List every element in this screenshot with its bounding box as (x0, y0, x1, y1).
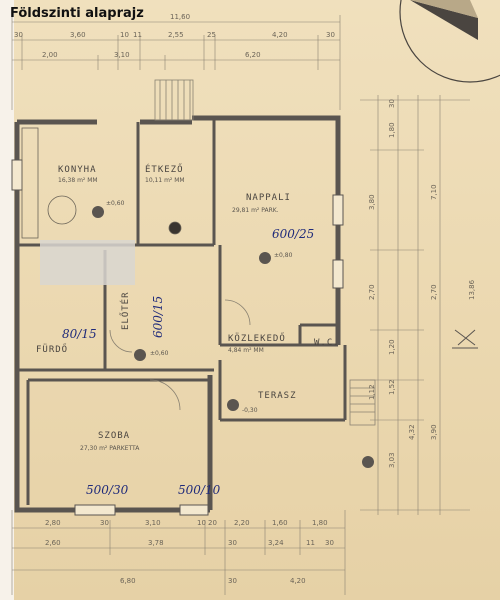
dim-bot-r2-3: 3,24 (268, 539, 284, 547)
room-etkezo-name: ÉTKEZŐ (145, 163, 184, 175)
dim-top-r1-7: 30 (326, 31, 335, 39)
dim-right-p2: 3,90 (430, 424, 438, 440)
room-terasz-name: TERASZ (258, 391, 297, 401)
dim-bot-r2-1: 3,78 (148, 539, 164, 547)
level-nappali: ±0,80 (274, 252, 293, 259)
page-title: Földszinti alaprajz (10, 6, 144, 21)
dim-bot-r1-7: 1,80 (312, 519, 328, 527)
dim-right-p1: 2,70 (430, 284, 438, 300)
dim-bot-r3-0: 6,80 (120, 577, 136, 585)
dim-bot-r2-4: 11 (306, 539, 315, 547)
level-markers (92, 206, 374, 468)
handwritten-szoba-window-right: 500/10 (178, 483, 221, 497)
room-konyha-name: KONYHA (58, 165, 97, 175)
level-terasz: -0,30 (242, 407, 258, 414)
dim-bot-r1-0: 2,80 (45, 519, 61, 527)
room-szoba-area: 27,30 m² PARKETTA (80, 445, 140, 452)
dim-bot-r2-2: 30 (228, 539, 237, 547)
dim-top-r1-3: 11 (133, 31, 142, 39)
room-eloter-name: ELŐTÉR (119, 291, 131, 330)
stairs (154, 79, 376, 426)
dim-top-r1-2: 10 (120, 31, 129, 39)
dim-right-s5: 1,52 (388, 379, 396, 395)
right-dimension-lines (360, 95, 470, 515)
room-nappali-area: 29,81 m² PARK. (232, 207, 279, 214)
dim-right-s8: 4,32 (408, 424, 416, 440)
dim-right-s1: 1,80 (388, 122, 396, 138)
dim-top-r1-1: 3,60 (70, 31, 86, 39)
dim-bot-r2-5: 30 (325, 539, 334, 547)
exterior-walls (14, 115, 341, 513)
dim-bot-r3-1: 30 (228, 577, 237, 585)
dim-right-s6: 1,12 (368, 384, 376, 400)
handwritten-furdo-door: 80/15 (62, 327, 97, 341)
dim-right-p0: 7,10 (430, 184, 438, 200)
dim-top-r2-2: 6,20 (245, 51, 261, 59)
level-konyha: ±0,60 (106, 200, 125, 207)
dim-top-r2-0: 2,00 (42, 51, 58, 59)
dim-right-s2: 3,80 (368, 194, 376, 210)
dim-bot-r1-3: 10 (197, 519, 206, 527)
dim-top-r1-0: 30 (14, 31, 23, 39)
dim-bot-r1-6: 1,60 (272, 519, 288, 527)
dim-right-overall: 13,86 (468, 279, 476, 300)
dim-bot-r3-2: 4,20 (290, 577, 306, 585)
room-kozlekedo-name: KÖZLEKEDŐ (228, 333, 286, 344)
dim-top-r1-5: 25 (207, 31, 216, 39)
door-swings (109, 299, 251, 411)
north-arrow-icon (399, 0, 500, 83)
dim-right-s4: 1,20 (388, 339, 396, 355)
room-szoba-name: SZOBA (98, 431, 130, 441)
room-konyha-area: 16,38 m² MM (58, 177, 98, 184)
dim-top-r2-1: 3,10 (114, 51, 130, 59)
top-dimension-lines (11, 15, 341, 110)
dim-bot-r1-5: 2,20 (234, 519, 250, 527)
room-etkezo-area: 10,11 m² MM (145, 177, 185, 184)
dim-bot-r1-1: 30 (100, 519, 109, 527)
interior-walls (17, 118, 347, 505)
dim-top-r1-4: 2,55 (168, 31, 184, 39)
level-eloter: ±0,60 (150, 350, 169, 357)
handwritten-eloter-door: 600/15 (151, 296, 165, 338)
dim-bot-r1-4: 20 (208, 519, 217, 527)
room-nappali-name: NAPPALI (246, 193, 291, 203)
dim-right-s7: 3,03 (388, 452, 396, 468)
scan-margin (0, 0, 14, 600)
dim-bot-r1-2: 3,10 (145, 519, 161, 527)
kitchen-fixtures (21, 127, 182, 239)
dim-top-total: 11,60 (170, 13, 190, 21)
section-mark-icon (452, 329, 478, 349)
dim-bot-r2-0: 2,60 (45, 539, 61, 547)
handwritten-nappali-window: 600/25 (272, 227, 314, 241)
window-marks (11, 159, 344, 516)
room-kozlekedo-area: 4,84 m² MM (228, 347, 264, 354)
room-furdo-name: FÜRDŐ (36, 344, 68, 355)
dim-right-s3: 2,70 (368, 284, 376, 300)
room-wc-name: W.C. (314, 338, 340, 348)
tape-patch (40, 240, 135, 285)
bottom-dimension-lines (11, 510, 346, 595)
handwritten-szoba-window-left: 500/30 (86, 483, 129, 497)
dim-right-s0: 30 (388, 99, 396, 108)
dim-top-r1-6: 4,20 (272, 31, 288, 39)
